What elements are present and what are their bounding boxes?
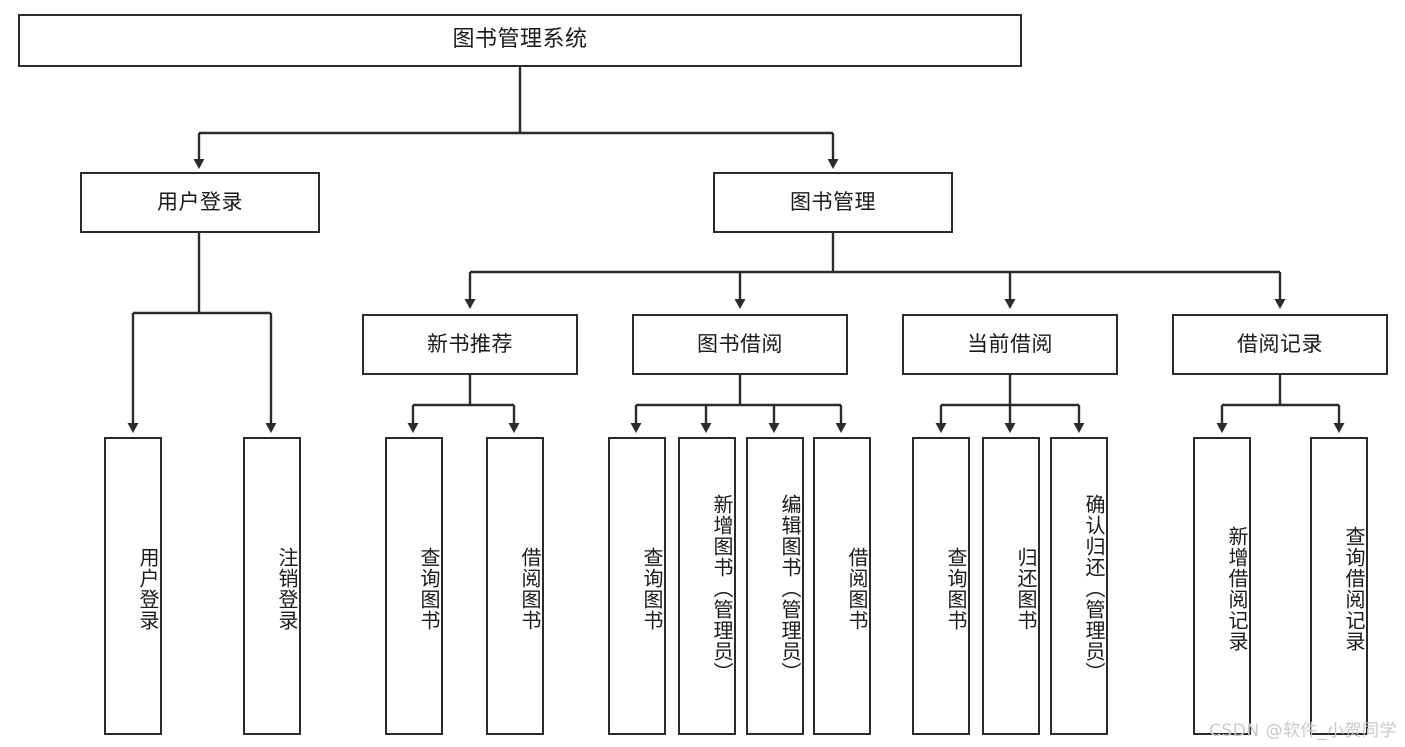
leaf-borrow-add-book-admin[interactable]: 新增图书（管理员） [678, 437, 736, 735]
watermark: CSDN @软件_小贺同学 [1209, 721, 1397, 741]
node-current-borrow[interactable]: 当前借阅 [902, 314, 1118, 375]
leaf-recommend-borrow-book[interactable]: 借阅图书 [486, 437, 544, 735]
leaf-user-login-logout[interactable]: 注销登录 [243, 437, 301, 735]
leaf-borrow-query-book[interactable]: 查询图书 [608, 437, 666, 735]
leaf-recommend-query-book[interactable]: 查询图书 [385, 437, 443, 735]
leaf-current-query-book[interactable]: 查询图书 [912, 437, 970, 735]
leaf-record-add-record[interactable]: 新增借阅记录 [1193, 437, 1251, 735]
leaf-current-return-book[interactable]: 归还图书 [982, 437, 1040, 735]
node-book-borrow[interactable]: 图书借阅 [632, 314, 848, 375]
leaf-borrow-borrow-book[interactable]: 借阅图书 [813, 437, 871, 735]
node-new-book-recommend[interactable]: 新书推荐 [362, 314, 578, 375]
leaf-record-query-record[interactable]: 查询借阅记录 [1310, 437, 1368, 735]
node-borrow-record[interactable]: 借阅记录 [1172, 314, 1388, 375]
leaf-borrow-edit-book-admin[interactable]: 编辑图书（管理员） [746, 437, 804, 735]
node-user-login[interactable]: 用户登录 [80, 172, 320, 233]
node-book-management[interactable]: 图书管理 [713, 172, 953, 233]
leaf-user-login-login[interactable]: 用户登录 [104, 437, 162, 735]
leaf-current-confirm-return-admin[interactable]: 确认归还（管理员） [1050, 437, 1108, 735]
node-root[interactable]: 图书管理系统 [18, 14, 1022, 67]
